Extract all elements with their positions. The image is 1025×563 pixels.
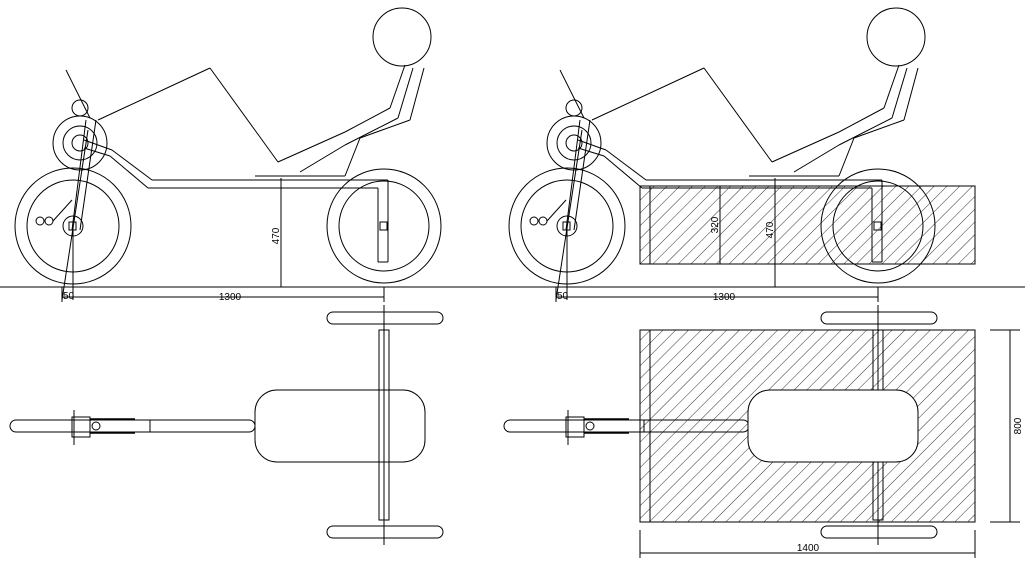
left-top-view [9, 304, 444, 546]
seat-top [254, 389, 426, 463]
wheelbase-dimension-label: 1300 [219, 292, 242, 303]
offset-dimension-label: 50 [63, 291, 75, 302]
height-dimension-label: 470 [271, 227, 282, 244]
cargo-box-side [639, 185, 976, 265]
offset-dimension-label: 50 [557, 291, 569, 302]
right-side-view: 320 470 50 1300 [508, 7, 976, 303]
height-dimension-label: 470 [765, 221, 776, 238]
cargo-width-dimension-label: 800 [1013, 417, 1024, 434]
right-top-view: 800 1400 [503, 304, 1024, 558]
seat-top [747, 389, 919, 463]
cargo-height-dimension-label: 320 [710, 216, 721, 233]
cargo-length-dimension-label: 1400 [797, 543, 820, 554]
left-side-view: 470 50 1300 [14, 7, 442, 303]
wheelbase-dimension-label: 1300 [713, 292, 736, 303]
